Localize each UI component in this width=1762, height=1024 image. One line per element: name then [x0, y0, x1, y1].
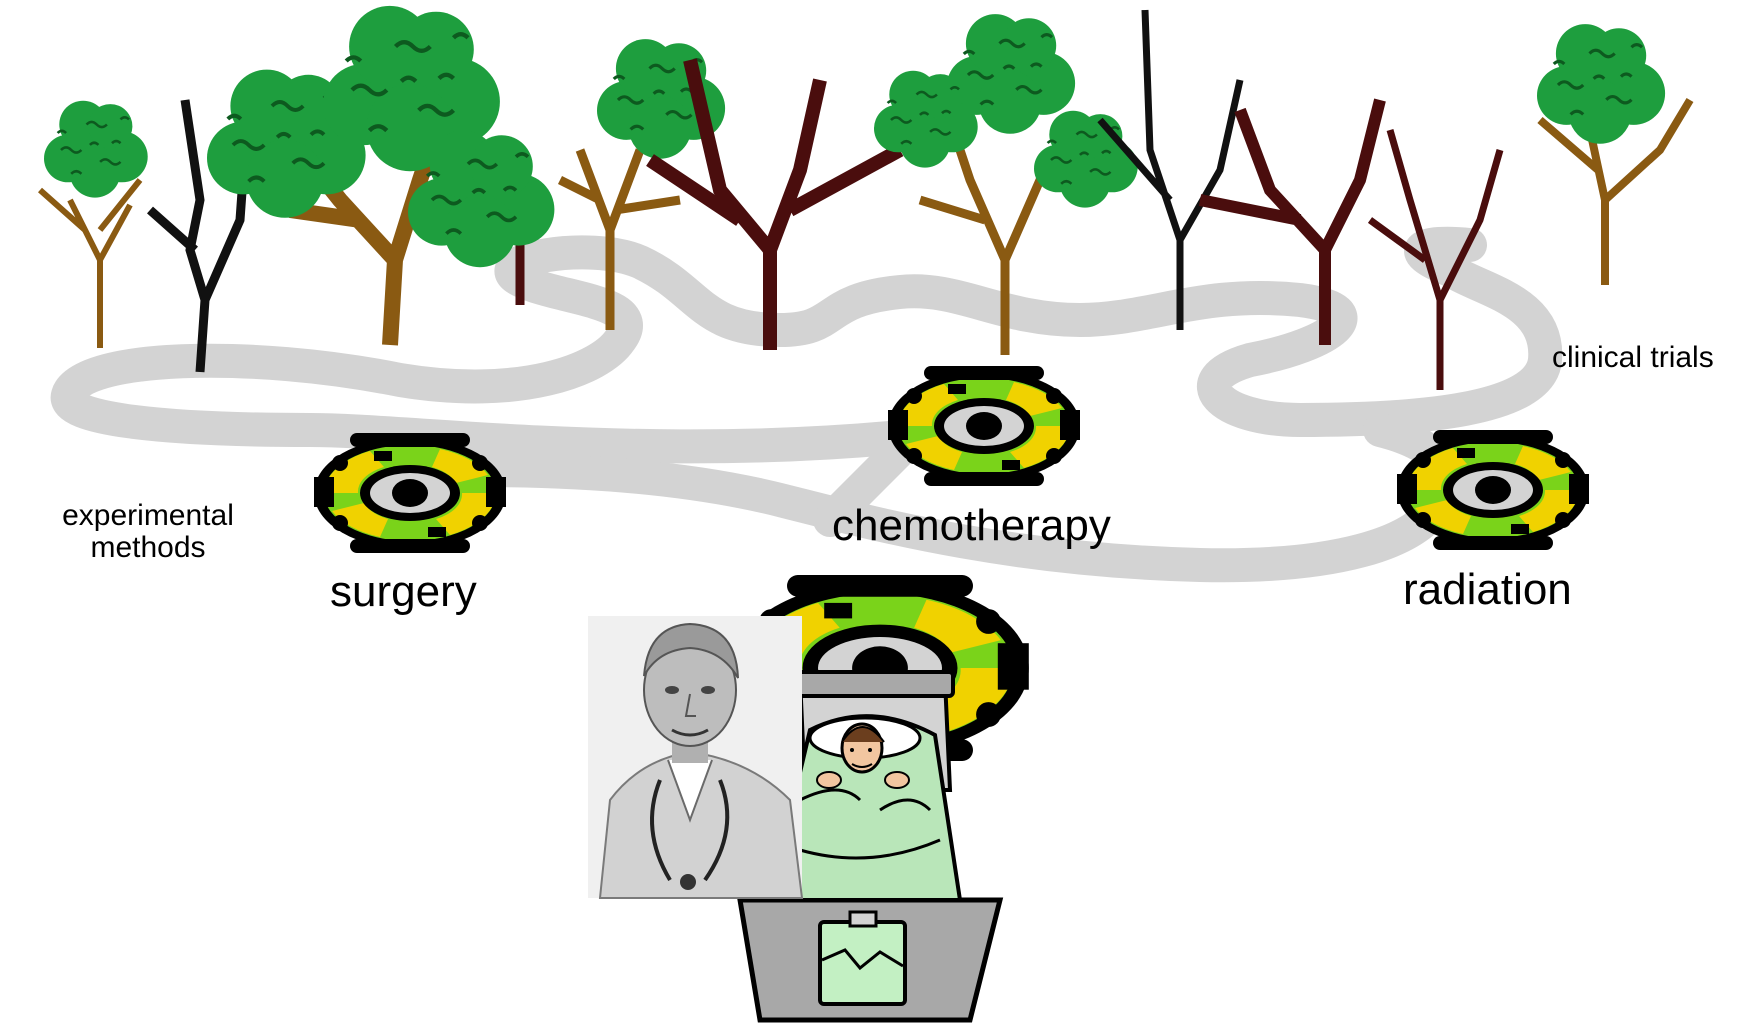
radiation-label: radiation [1403, 566, 1572, 614]
tree-icon [40, 101, 148, 348]
clinical-trials-label: clinical trials [1552, 342, 1714, 374]
tree-icon [207, 6, 554, 345]
experimental-methods-line-2: methods [38, 532, 258, 564]
experimental-methods-line-1: experimental [38, 500, 258, 532]
surgery-label: surgery [330, 568, 477, 616]
experimental-methods-label: experimental methods [38, 500, 258, 565]
tree-icon [1537, 24, 1690, 285]
chemotherapy-label: chemotherapy [832, 502, 1111, 550]
doctor-photo [588, 616, 802, 898]
roundabout-icon [888, 366, 1080, 486]
